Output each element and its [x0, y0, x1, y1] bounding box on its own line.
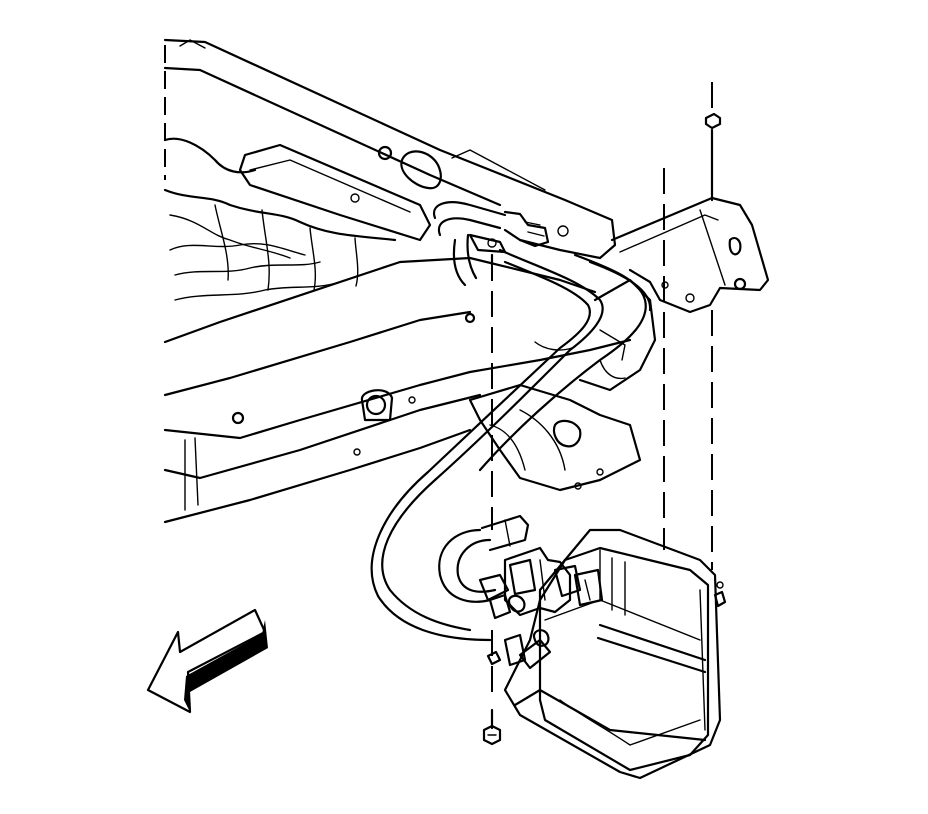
- mounting-bolts: [482, 82, 722, 746]
- canister-bracket: [610, 196, 770, 314]
- evap-canister: [503, 528, 727, 780]
- vapor-hoses: [370, 201, 652, 642]
- arrow-left-icon: [146, 608, 268, 714]
- frame-rail: [163, 38, 657, 524]
